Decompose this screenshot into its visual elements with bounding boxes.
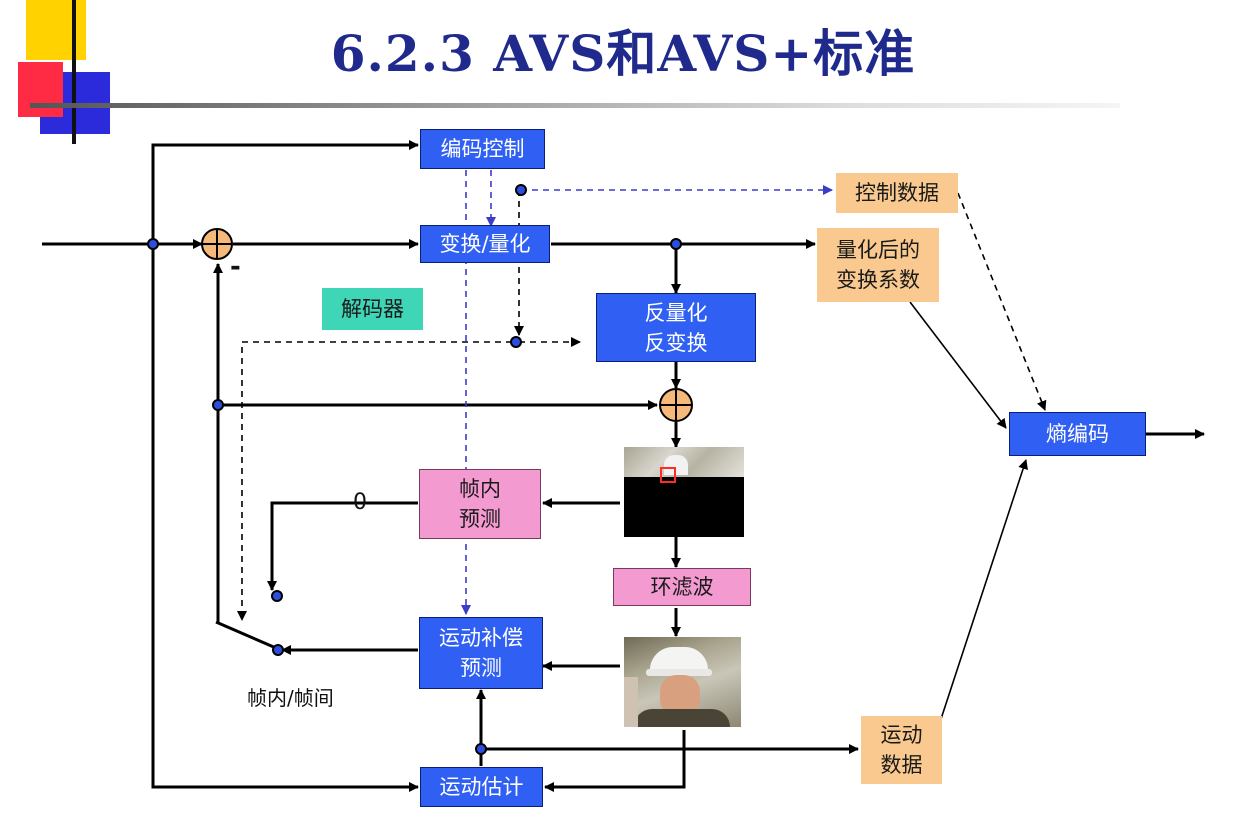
intra-pred-line1: 帧内: [459, 477, 501, 501]
quant-coef-line2: 变换系数: [836, 268, 920, 292]
loop-filter-block: 环滤波: [613, 568, 751, 606]
reference-frame-image: [624, 637, 741, 727]
inverse-transform-label: 反变换: [644, 330, 708, 355]
mc-pred-line1: 运动补偿: [439, 626, 523, 650]
inverse-transform-block: 反量化 反变换: [596, 293, 756, 362]
entropy-coding-block: 熵编码: [1009, 412, 1146, 456]
solid-connections: [42, 140, 1205, 792]
adders: [201, 228, 693, 422]
quant-coef-line1: 量化后的: [836, 238, 920, 262]
motion-data-box: 运动 数据: [861, 716, 942, 784]
reconstruction-adder: [659, 388, 693, 422]
reconstructed-frame-image: [624, 447, 744, 537]
junction-dots: [147, 184, 682, 755]
dashed-connections: [237, 190, 1047, 621]
intra-pred-line2: 预测: [459, 507, 501, 531]
intra-inter-switch-label: 帧内/帧间: [247, 686, 334, 710]
control-data-box: 控制数据: [836, 173, 958, 213]
corner-logo: [0, 0, 1120, 150]
decoder-label-box: 解码器: [322, 288, 423, 330]
motion-estimation-block: 运动估计: [420, 767, 543, 807]
blue-dashed-connections: [461, 170, 833, 615]
thin-connections: [909, 301, 1028, 723]
motion-data-line1: 运动: [880, 723, 923, 747]
motion-compensation-block: 运动补偿 预测: [419, 617, 543, 689]
coding-control-block: 编码控制: [420, 129, 545, 169]
zero-input-label: 0: [353, 490, 367, 515]
inverse-quant-label: 反量化: [644, 300, 708, 325]
subtractor-adder: [201, 228, 233, 260]
motion-data-line2: 数据: [880, 753, 923, 777]
page-title: 6.2.3 AVS和AVS+标准: [330, 24, 916, 83]
transform-quant-block: 变换/量化: [420, 225, 550, 263]
minus-sign: -: [230, 252, 241, 282]
intra-prediction-block: 帧内 预测: [419, 469, 541, 539]
quantized-coefficients-box: 量化后的 变换系数: [817, 228, 939, 302]
mc-pred-line2: 预测: [460, 656, 502, 680]
